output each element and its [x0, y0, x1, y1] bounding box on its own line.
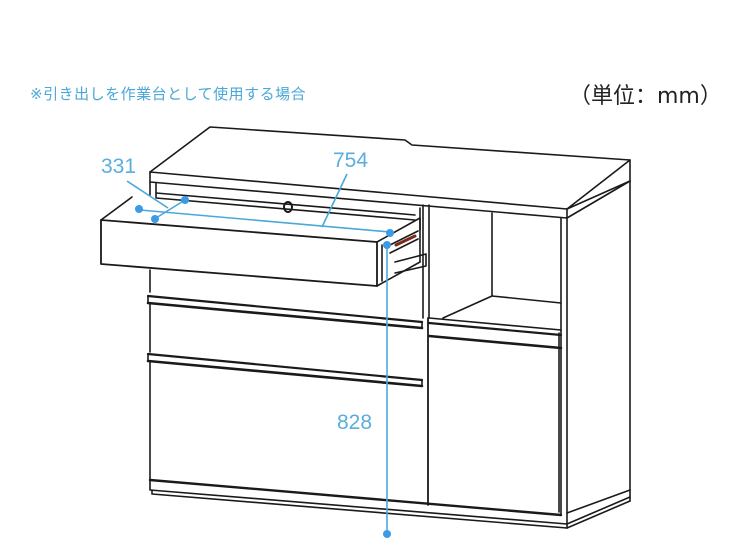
cabinet-side-panel: [560, 180, 631, 516]
second-drawer: [146, 294, 424, 353]
third-drawer: [146, 352, 424, 481]
width-dimension-label: 754: [333, 149, 369, 172]
pulled-out-drawer: [100, 196, 421, 287]
usage-note: ※引き出しを作業台として使用する場合: [30, 85, 307, 103]
open-shelf: [428, 212, 562, 331]
center-divider: [422, 204, 430, 506]
height-dimension-label: 828: [337, 411, 373, 434]
keyhole-icon: [283, 201, 293, 213]
drawer-rail: [394, 234, 427, 274]
dimension-lines: [126, 173, 391, 534]
plinth: [148, 478, 631, 529]
cabinet-left-edge: [149, 181, 157, 293]
right-door: [427, 321, 563, 513]
depth-dimension-label: 331: [101, 155, 137, 178]
dimension-dots: [135, 196, 394, 538]
unit-label: （単位：mm）: [569, 84, 722, 109]
